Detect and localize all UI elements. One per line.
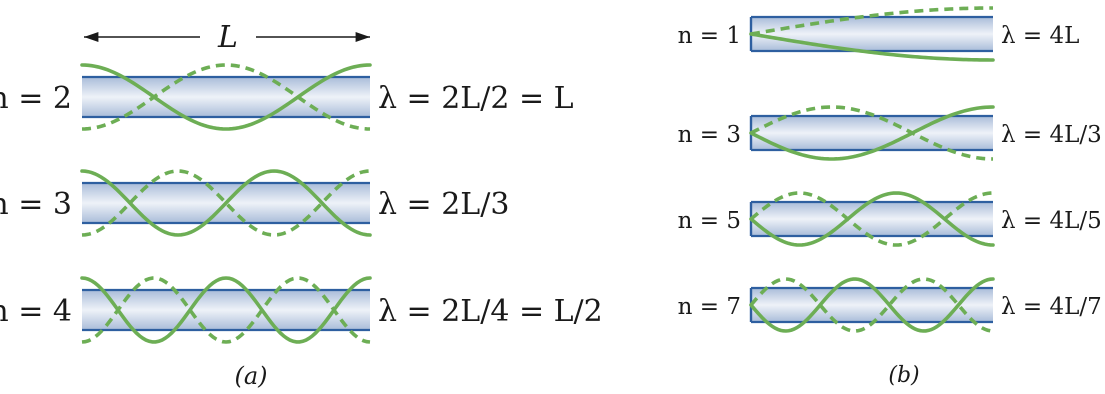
wavelength-label-b3: λ = 4L/5: [1001, 208, 1102, 234]
mode-label-b1: n = 1: [678, 23, 741, 49]
panel-a-row: n = 4 λ = 2L/4 = L/2: [0, 276, 603, 344]
panel-a-row: n = 2 λ = 2L/2 = L: [0, 63, 574, 131]
wave-solid-a1: [80, 63, 372, 131]
panel-b-row: n = 5 λ = 4L/5: [678, 191, 1102, 247]
wave-solid-b4: [749, 277, 995, 333]
wave-solid-a2: [80, 169, 372, 237]
mode-label-a2: n = 3: [0, 187, 72, 222]
wave-dashed-b3: [749, 191, 994, 247]
tube-body-b3: [751, 202, 993, 236]
wave-solid-b2: [749, 105, 995, 161]
tube-body-b2: [751, 116, 993, 150]
panel-b-row: n = 3 λ = 4L/3: [678, 105, 1102, 161]
wave-solid-b3: [749, 191, 995, 247]
wavelength-label-a3: λ = 2L/4 = L/2: [378, 294, 603, 329]
wavelength-label-b2: λ = 4L/3: [1001, 122, 1102, 148]
panel-b-row: n = 1 λ = 4L: [678, 6, 1079, 62]
tube-body-b4: [751, 288, 993, 322]
tube-body-b1: [751, 17, 993, 51]
wave-dashed-b1: [750, 6, 993, 36]
panel-a-row: n = 3 λ = 2L/3: [0, 169, 509, 237]
wave-solid-a3: [80, 276, 372, 344]
length-label: L: [217, 20, 238, 55]
panel-a-caption: (a): [234, 362, 267, 390]
length-dimension: L: [84, 20, 370, 55]
mode-label-a3: n = 4: [0, 294, 72, 329]
wavelength-label-b1: λ = 4L: [1001, 23, 1079, 49]
wave-dashed-b2: [750, 105, 994, 161]
wave-dashed-a3: [81, 276, 371, 344]
wavelength-label-a2: λ = 2L/3: [378, 187, 509, 222]
wave-solid-b1: [749, 32, 995, 62]
wave-dashed-b4: [749, 277, 994, 333]
panel-b-caption: (b): [888, 363, 919, 388]
mode-label-b4: n = 7: [678, 294, 741, 320]
mode-label-a1: n = 2: [0, 81, 72, 116]
panel-a-open-tube: n = 2 λ = 2L/2 = L n = 3 λ = 2L/3 n = 4 λ = 2…: [0, 63, 603, 344]
tube-body-a3: [82, 290, 370, 330]
wavelength-label-a1: λ = 2L/2 = L: [378, 81, 574, 116]
tube-body-a1: [82, 77, 370, 117]
wavelength-label-b4: λ = 4L/7: [1001, 294, 1102, 320]
panel-b-row: n = 7 λ = 4L/7: [678, 277, 1102, 333]
mode-label-b2: n = 3: [678, 122, 741, 148]
wave-dashed-a1: [81, 63, 371, 131]
mode-label-b3: n = 5: [678, 208, 741, 234]
